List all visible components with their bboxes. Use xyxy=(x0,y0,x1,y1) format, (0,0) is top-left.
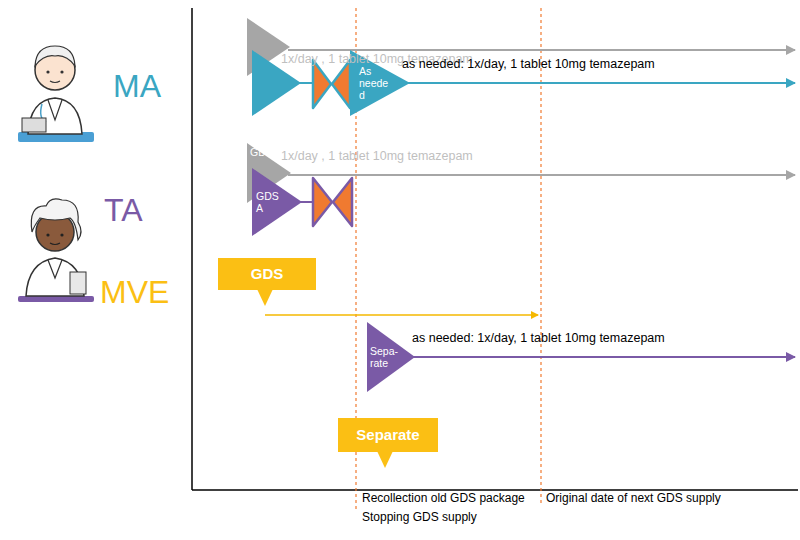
role-name: TA xyxy=(104,192,143,229)
event-callout: Separate xyxy=(338,418,438,468)
node-text: GDS A xyxy=(256,190,282,214)
timeline-line xyxy=(288,49,795,51)
stop-symbol xyxy=(313,60,350,108)
role-name: MA xyxy=(113,68,161,105)
separate-start: Sepa-rate xyxy=(367,322,415,392)
triangle-shape xyxy=(367,322,415,392)
pharmacist-icon xyxy=(18,199,94,302)
triangle-shape xyxy=(252,168,302,236)
y-axis xyxy=(191,8,193,490)
dosage-note: as needed: 1x/day, 1 tablet 10mg temazep… xyxy=(412,331,665,345)
timeline-line xyxy=(288,174,795,176)
node-text: GDS xyxy=(250,146,276,158)
axis-event-label: Recollection old GDS package xyxy=(362,492,525,506)
dosage-note: 1x/day , 1 tablet 10mg temazepam xyxy=(281,149,473,163)
node-text: GDS xyxy=(251,265,284,282)
stop-symbol xyxy=(313,178,352,226)
timeline-line xyxy=(405,82,795,84)
axis-event-label: Stopping GDS supply xyxy=(362,511,477,525)
callout-pointer xyxy=(377,451,393,468)
event-callout: GDS xyxy=(218,258,316,306)
node-text: Sepa-rate xyxy=(370,345,400,369)
dosage-note: as needed: 1x/day, 1 tablet 10mg temazep… xyxy=(402,57,655,71)
role-name: MVE xyxy=(100,274,169,311)
node-text: As needed xyxy=(359,65,393,101)
node-text: Separate xyxy=(356,426,419,443)
x-axis xyxy=(192,489,798,491)
callout-pointer xyxy=(257,289,273,306)
timeline-line xyxy=(265,314,538,316)
gds-a-start: GDS A xyxy=(252,168,302,236)
callout-box xyxy=(218,258,316,290)
timeline-line xyxy=(410,356,795,358)
doctor-icon xyxy=(18,46,94,142)
timeline-line xyxy=(296,82,314,84)
axis-event-label: Original date of next GDS supply xyxy=(546,492,721,506)
callout-box xyxy=(338,418,438,452)
